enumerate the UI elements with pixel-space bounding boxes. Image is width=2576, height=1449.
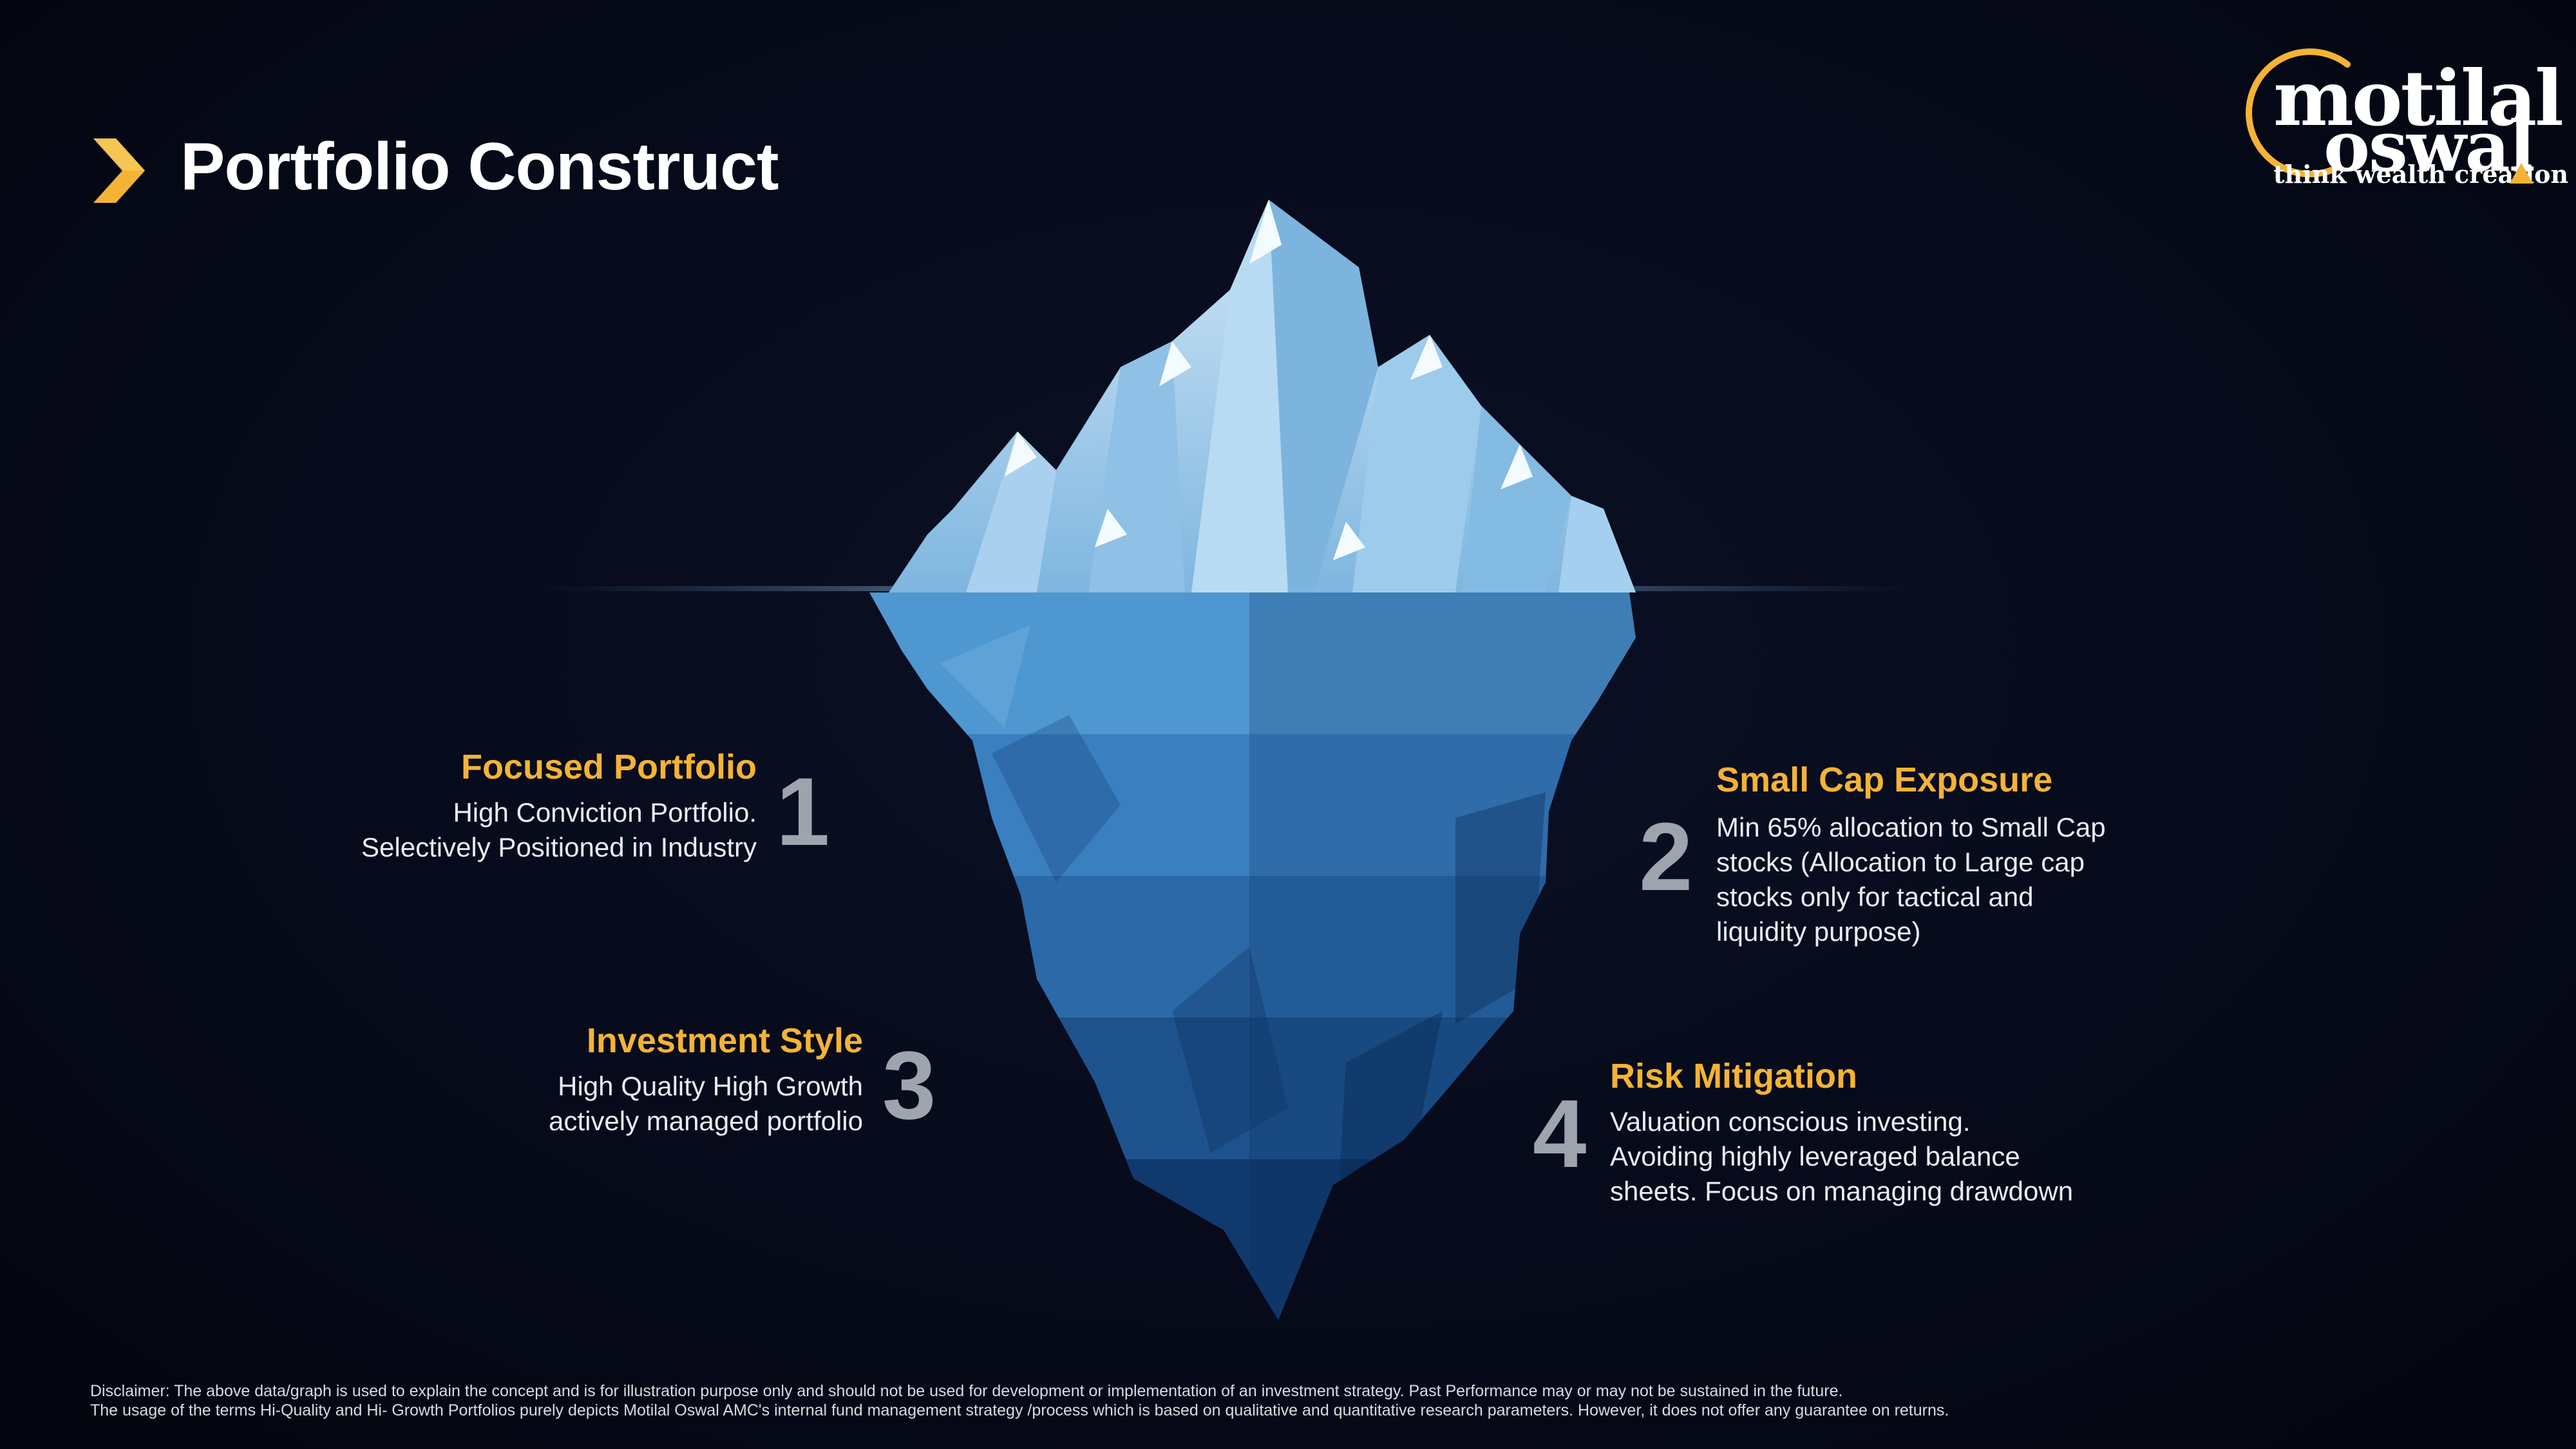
iceberg-illustration [541, 200, 1913, 1320]
point-4-description: Valuation conscious investing. Avoiding … [1610, 1106, 2074, 1206]
iceberg-peaks [889, 200, 1636, 592]
logo-word-motilal: motilal [2273, 53, 2564, 143]
point-2-number: 2 [1639, 802, 1693, 911]
yellow-chevron-icon [93, 138, 145, 203]
point-4-number: 4 [1533, 1079, 1587, 1188]
point-3-description: High Quality High Growth actively manage… [549, 1071, 863, 1136]
disclaimer: Disclaimer: The above data/graph is used… [90, 1381, 2512, 1420]
disclaimer-line-1: Disclaimer: The above data/graph is used… [90, 1382, 1843, 1400]
logo-word-oswal: oswal [2324, 106, 2535, 187]
point-1-number: 1 [776, 757, 830, 866]
brand-logo: motilal oswal think wealth creation [2241, 35, 2568, 203]
logo-ring-icon [2246, 48, 2351, 178]
point-3-title: Investment Style [586, 1021, 863, 1060]
point-1-description: High Conviction Portfolio. Selectively P… [361, 797, 757, 862]
disclaimer-line-2: The usage of the terms Hi-Quality and Hi… [90, 1401, 1949, 1419]
iceberg-underwater [869, 592, 1636, 1320]
logo-triangle-icon [2510, 163, 2533, 184]
point-2-description: Min 65% allocation to Small Cap stocks (… [1716, 812, 2106, 947]
point-3-number: 3 [882, 1031, 936, 1139]
point-2-title: Small Cap Exposure [1716, 761, 2053, 799]
point-4-title: Risk Mitigation [1610, 1057, 1858, 1095]
point-1-title: Focused Portfolio [461, 748, 757, 786]
page-title: Portfolio Construct [180, 129, 779, 204]
